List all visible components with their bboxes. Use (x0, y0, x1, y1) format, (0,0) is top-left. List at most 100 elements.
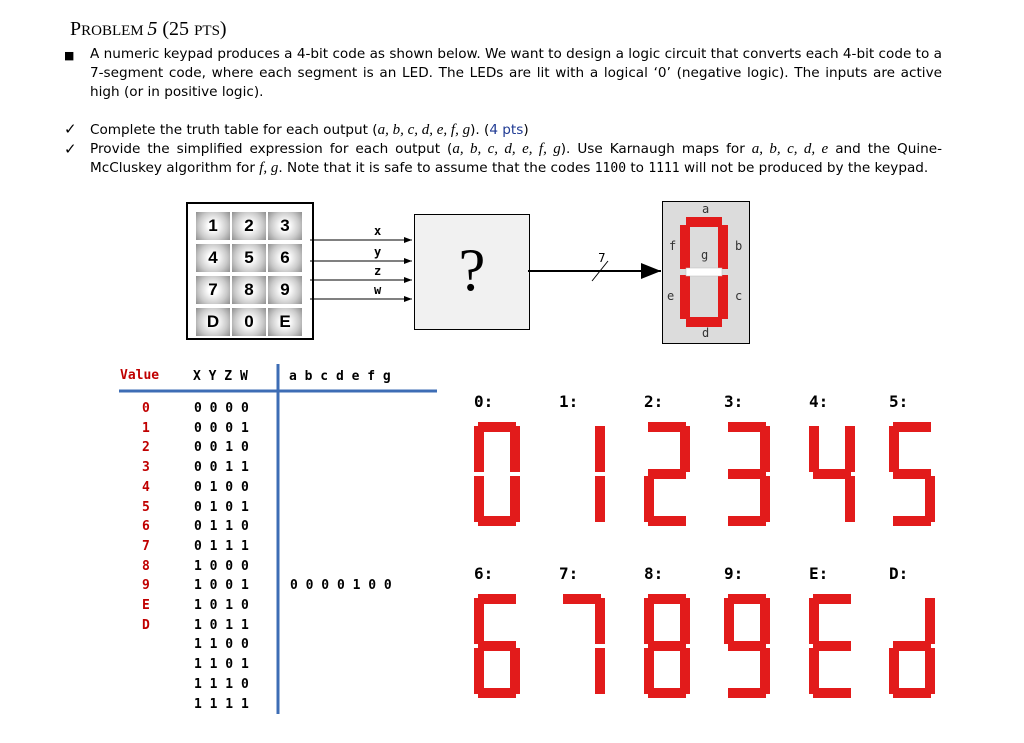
segment-label-d: d (702, 326, 710, 340)
digit-segment-c (760, 476, 770, 522)
segment-b (718, 225, 728, 269)
signal-x-label: x (374, 224, 382, 238)
row-value: 1 (142, 420, 150, 436)
digit-segment-g (728, 641, 766, 651)
digit-segment-e (474, 648, 484, 694)
keypad-key-1[interactable]: 1 (196, 212, 230, 240)
digit-segment-d (893, 516, 931, 526)
digit-segment-a (813, 594, 851, 604)
digit-label: 7: (559, 564, 579, 583)
row-inputs: 0 0 1 0 (194, 440, 249, 456)
row-inputs: 0 0 0 1 (194, 420, 249, 436)
task-simplified-expressions: Provide the simplified expression for ea… (90, 141, 943, 176)
segment-f (680, 225, 690, 269)
signal-z-label: z (374, 264, 382, 278)
digit-segment-c (680, 648, 690, 694)
row-inputs: 1 0 1 1 (194, 617, 249, 633)
row-value: 6 (142, 519, 150, 535)
digit-segment-a (478, 422, 516, 432)
digit-segment-f (724, 598, 734, 644)
keypad-key-5[interactable]: 5 (232, 244, 266, 272)
digit-segment-f (809, 598, 819, 644)
numeric-keypad: 1 2 3 4 5 6 7 8 9 D 0 E (186, 202, 314, 340)
digit-label: 4: (809, 392, 829, 411)
digit-segment-g (813, 469, 851, 479)
digit-segment-c (595, 476, 605, 522)
keypad-key-7[interactable]: 7 (196, 276, 230, 304)
keypad-key-6[interactable]: 6 (268, 244, 302, 272)
segment-label-c: c (735, 289, 743, 303)
output-bus (528, 260, 661, 282)
digit-segment-f (809, 426, 819, 472)
digit-segment-b (595, 598, 605, 644)
bus-width-label: 7 (598, 251, 606, 265)
digit-label: E: (809, 564, 829, 583)
segment-label-b: b (735, 239, 743, 253)
digit-segment-a (893, 422, 931, 432)
row-value: 5 (142, 499, 150, 515)
seven-segment-display: a b c d e f g (662, 201, 750, 344)
seven-segment-digit-icon (563, 594, 605, 694)
digit-label: 0: (474, 392, 494, 411)
digit-segment-g (728, 469, 766, 479)
digit-segment-e (809, 648, 819, 694)
digit-segment-g (648, 469, 686, 479)
digit-segment-a (728, 594, 766, 604)
digit-segment-d (648, 516, 686, 526)
digit-segment-c (510, 648, 520, 694)
digit-label: 2: (644, 392, 664, 411)
seven-segment-digit-icon (889, 422, 935, 526)
keypad-key-d[interactable]: D (196, 308, 230, 336)
digit-segment-b (760, 426, 770, 472)
digit-segment-g (893, 469, 931, 479)
digit-label: 5: (889, 392, 909, 411)
row-inputs: 1 0 1 0 (194, 598, 249, 613)
keypad-key-2[interactable]: 2 (232, 212, 266, 240)
truth-table-lines (119, 364, 437, 714)
keypad-key-3[interactable]: 3 (268, 212, 302, 240)
logic-circuit-box: ? (414, 214, 530, 330)
digit-segment-d (478, 688, 516, 698)
digit-segment-f (644, 598, 654, 644)
row-inputs: 1 0 0 1 (194, 578, 249, 594)
keypad-key-8[interactable]: 8 (232, 276, 266, 304)
digit-label: 3: (724, 392, 744, 411)
keypad-key-e[interactable]: E (268, 308, 302, 336)
keypad-key-9[interactable]: 9 (268, 276, 302, 304)
digit-segment-g (478, 641, 516, 651)
digit-segment-e (474, 476, 484, 522)
segment-g (685, 267, 723, 277)
row-value: 3 (142, 460, 150, 476)
keypad-key-4[interactable]: 4 (196, 244, 230, 272)
digit-segment-c (925, 476, 935, 522)
segment-c (718, 275, 728, 319)
row-inputs: 1 0 0 0 (194, 558, 249, 574)
row-inputs: 0 0 0 0 (194, 401, 249, 416)
digit-segment-a (648, 422, 686, 432)
row-value: 7 (142, 538, 150, 554)
seven-segment-digit-icon (724, 594, 770, 698)
digit-segment-e (644, 476, 654, 522)
digit-label: 9: (724, 564, 744, 583)
digit-segment-d (728, 688, 766, 698)
digit-segment-b (925, 598, 935, 644)
row-value: 9 (142, 578, 150, 594)
signal-y-label: y (374, 245, 382, 259)
row-value: E (142, 598, 150, 613)
signal-w-label: w (374, 283, 382, 297)
digit-segment-c (845, 476, 855, 522)
row-value: D (142, 617, 150, 633)
row-inputs: 0 1 1 1 (194, 538, 249, 554)
seven-segment-digit-icon (809, 594, 851, 698)
digit-segment-f (474, 598, 484, 644)
row-inputs: 0 1 0 0 (194, 479, 249, 495)
digit-label: 1: (559, 392, 579, 411)
segment-label-a: a (702, 202, 710, 216)
row-inputs: 1 1 0 1 (194, 657, 249, 673)
digit-segment-b (680, 426, 690, 472)
problem-title: PROBLEM 5 (25 PTS) (70, 18, 227, 40)
checkmark-icon: ✓ (64, 120, 77, 138)
keypad-key-0[interactable]: 0 (232, 308, 266, 336)
digit-segment-d (648, 688, 686, 698)
table-header-value: Value (120, 368, 160, 383)
